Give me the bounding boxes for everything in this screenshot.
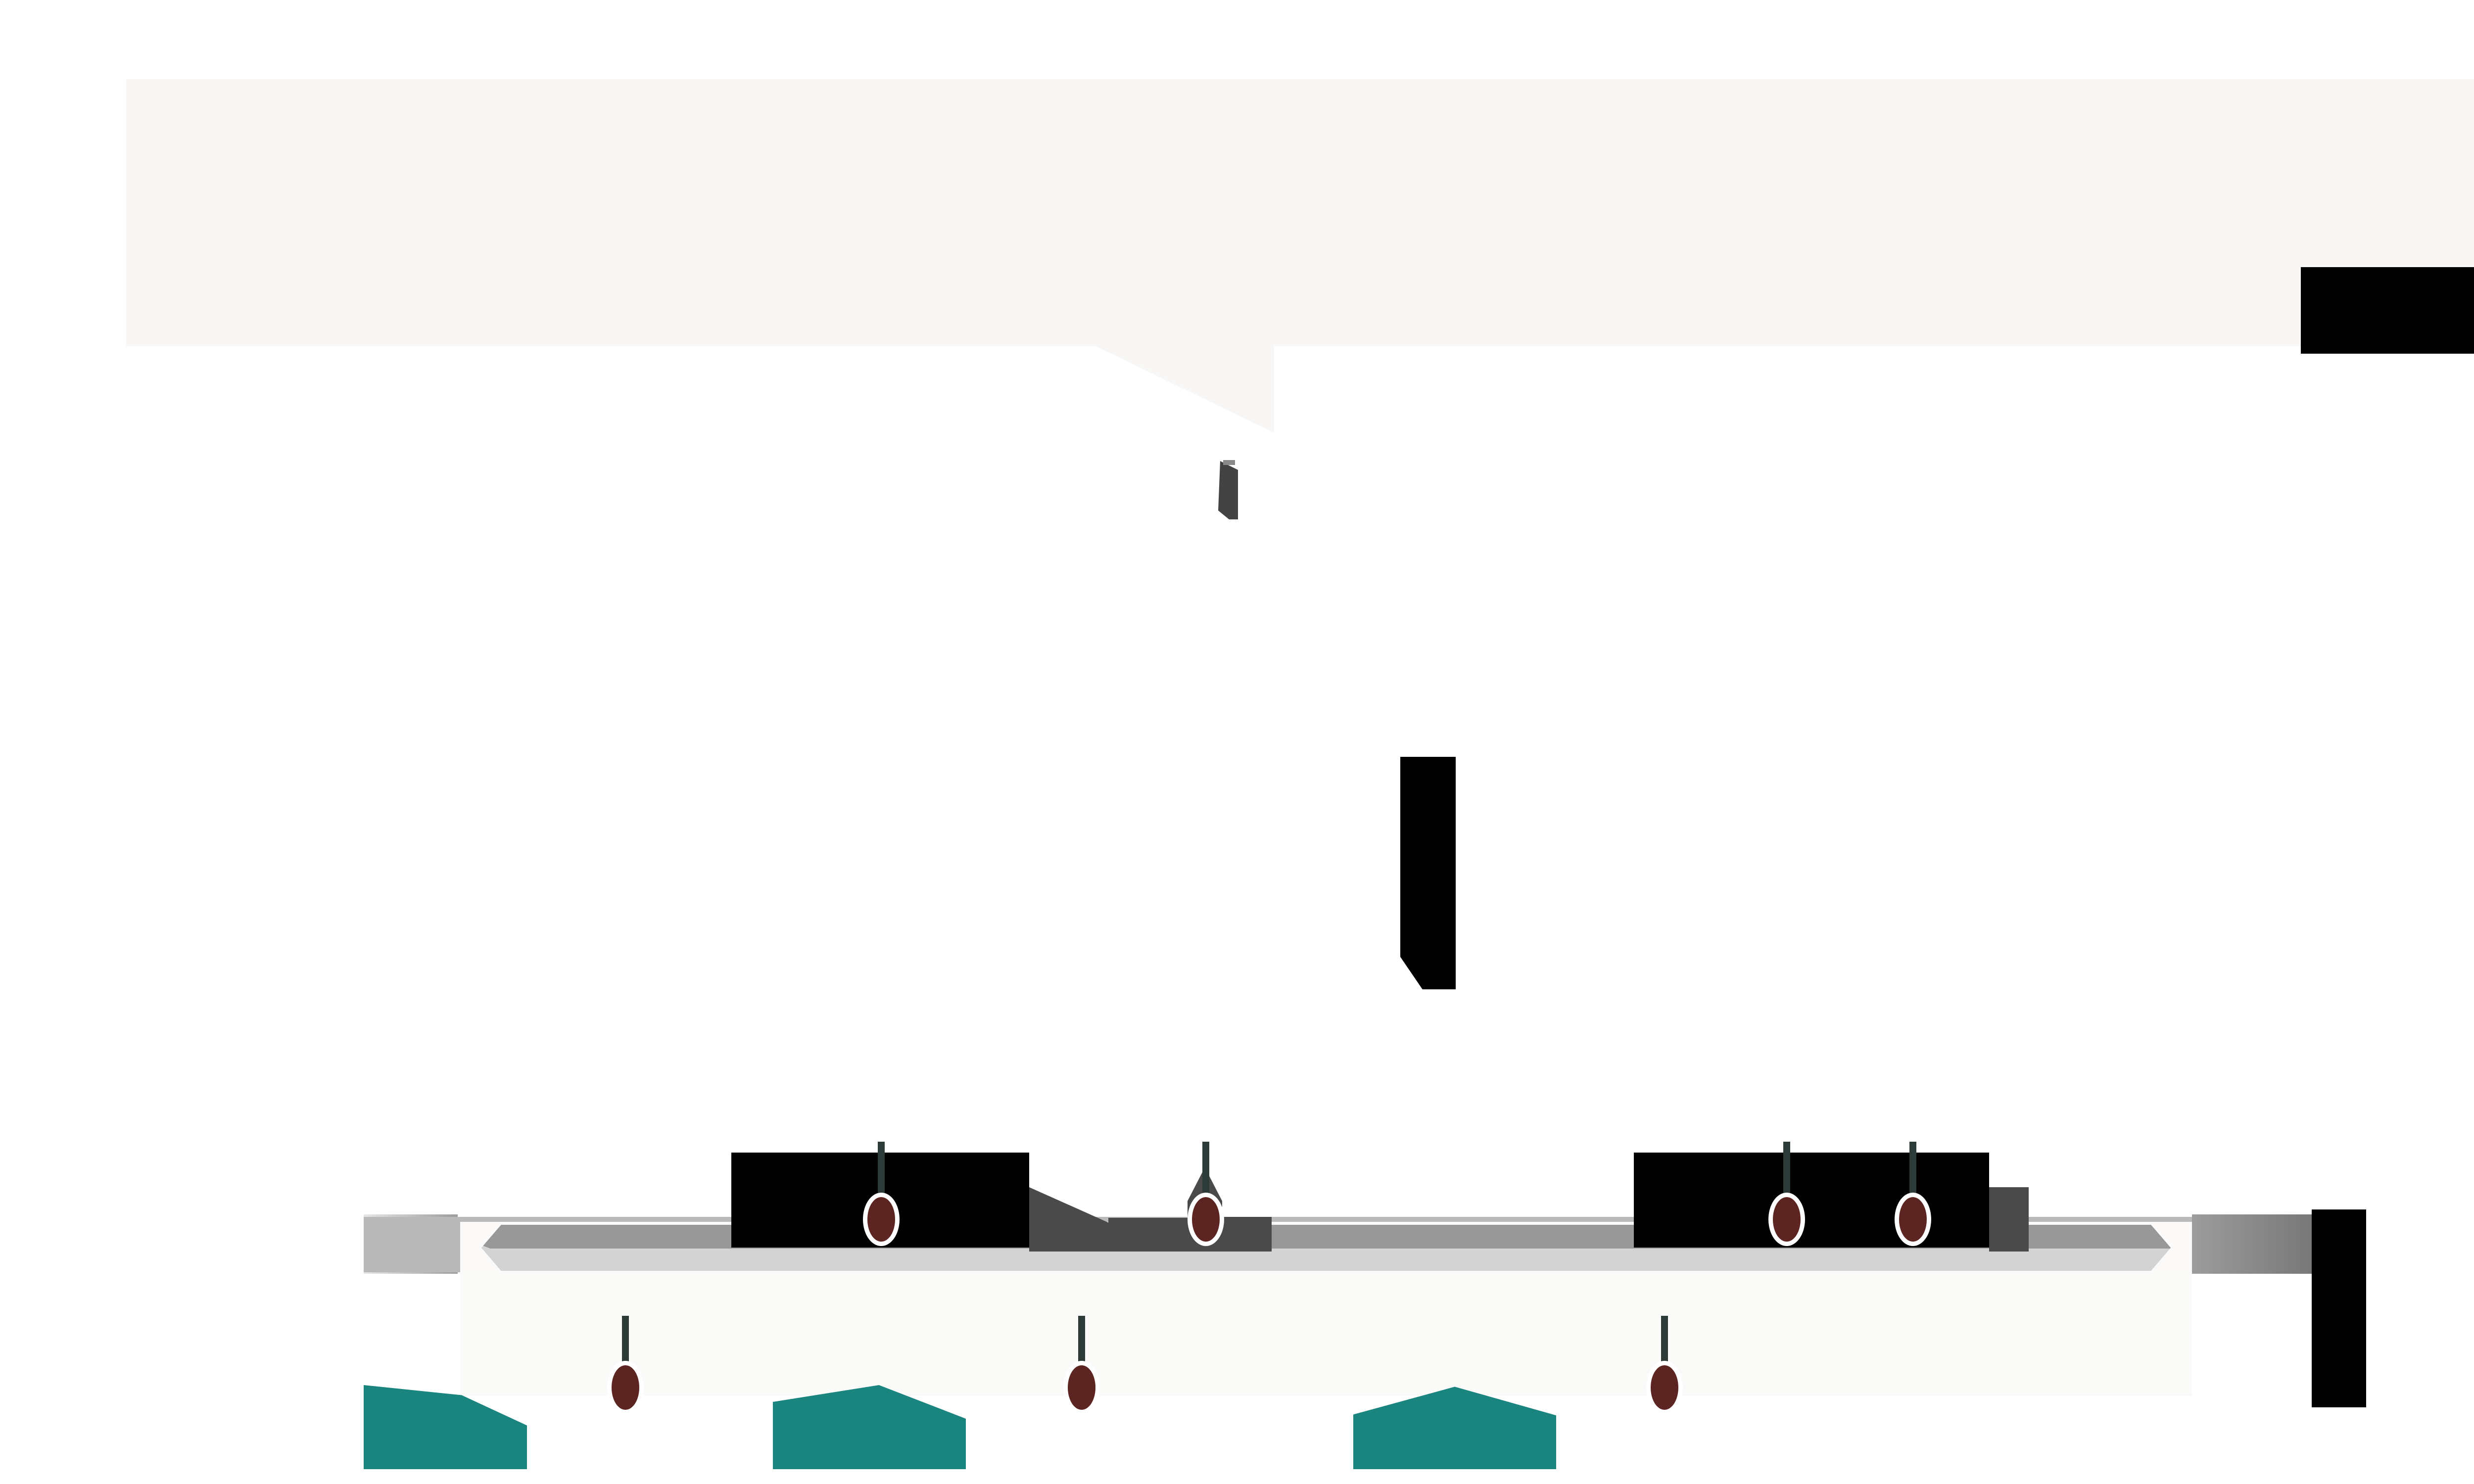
timeline-underlay: [460, 1272, 2192, 1396]
timeline-marker[interactable]: [1899, 1142, 1927, 1242]
timeline-chart: [0, 757, 2474, 1484]
upper-label-shadow-1: [1029, 1187, 1108, 1252]
marker-dot: [1773, 1197, 1801, 1242]
marker-stem: [1078, 1316, 1085, 1375]
tooltip-badge[interactable]: [2301, 267, 2474, 354]
upper-label-shadow-4: [1222, 1217, 1272, 1252]
lower-label-block-1: [364, 1385, 527, 1469]
marker-dot: [867, 1197, 895, 1242]
timeline-end-cap: [2312, 1209, 2366, 1407]
marker-stem: [622, 1316, 629, 1375]
marker-stem: [1661, 1316, 1668, 1375]
upper-label-block-3: [1400, 757, 1456, 989]
upper-label-shadow-2: [1108, 1218, 1188, 1252]
tooltip-card: [126, 79, 2474, 346]
tooltip-pointer-tail: [1096, 346, 1274, 433]
marker-stem: [1202, 1142, 1209, 1201]
marker-dot: [1651, 1365, 1678, 1410]
upper-label-shadow-5: [1989, 1187, 2029, 1252]
marker-dot: [1068, 1365, 1095, 1410]
upper-label-block-2: [1634, 1153, 1989, 1248]
timeline-marker[interactable]: [612, 1316, 639, 1410]
lower-label-block-3: [1353, 1387, 1556, 1469]
timeline-marker[interactable]: [1651, 1316, 1678, 1410]
timeline-marker[interactable]: [1068, 1316, 1095, 1410]
timeline-tail-segment: [2192, 1214, 2316, 1274]
upper-label-text-2: [1634, 1153, 1989, 1248]
timeline-marker[interactable]: [1773, 1142, 1801, 1242]
marker-dot: [1899, 1197, 1927, 1242]
marker-dot: [612, 1365, 639, 1410]
marker-stem: [1909, 1142, 1916, 1201]
timeline-marker[interactable]: [1192, 1142, 1220, 1242]
marker-stem: [1783, 1142, 1790, 1201]
marker-stem: [878, 1142, 885, 1201]
timeline-marker[interactable]: [867, 1142, 895, 1242]
lower-label-block-2: [773, 1385, 966, 1469]
marker-dot: [1192, 1197, 1220, 1242]
